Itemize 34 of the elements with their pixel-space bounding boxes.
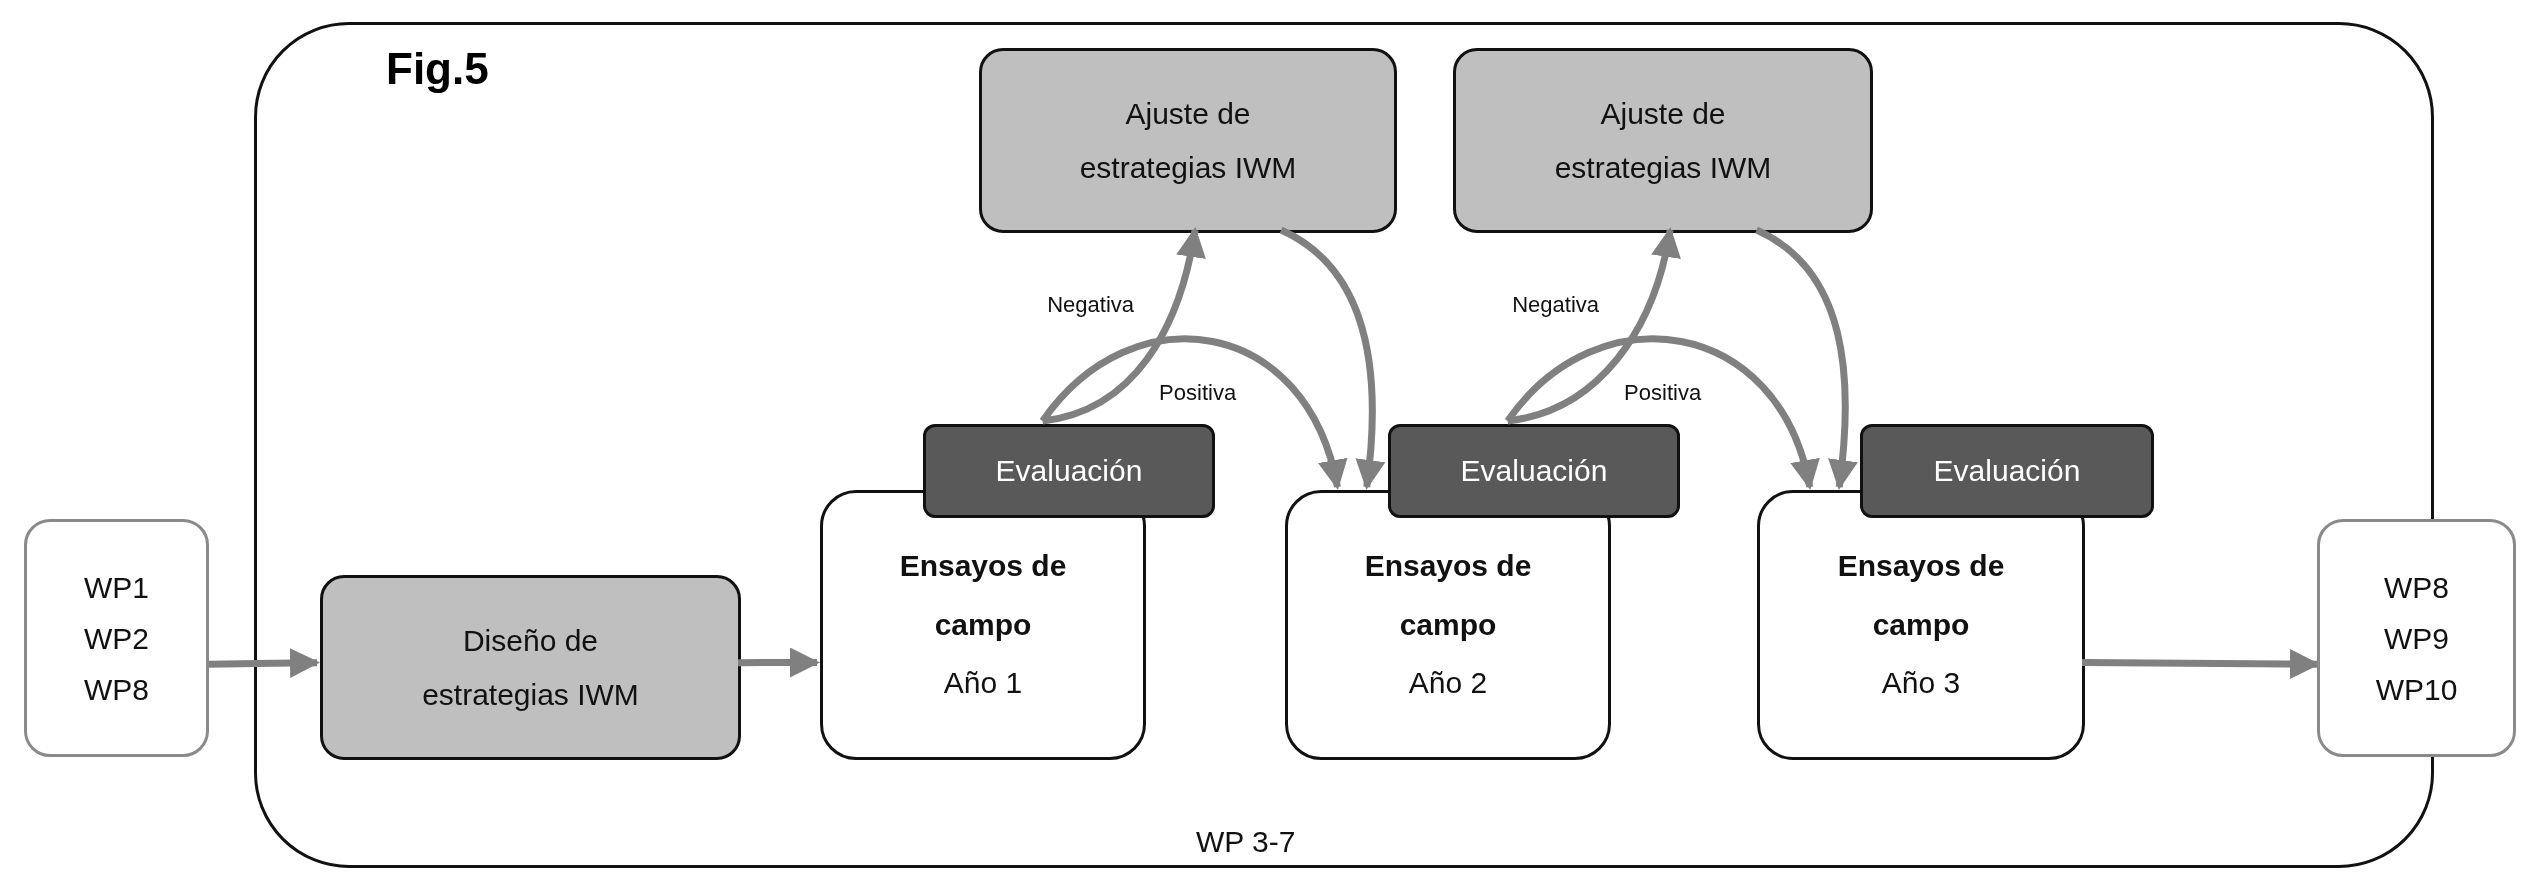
evaluation-tab [1860, 424, 2154, 518]
box-text: Evaluación [1460, 454, 1608, 488]
arrow [208, 648, 320, 679]
box-text: Diseño de estrategias IWM [421, 622, 640, 713]
process-box [320, 575, 741, 760]
box-heading: Ensayos de campo [1363, 548, 1533, 643]
process-box [1453, 48, 1873, 233]
arrow [1039, 335, 1346, 490]
box-text: Año 2 [1408, 665, 1488, 701]
arrow [1507, 227, 1680, 425]
frame-label: WP 3-7 [1196, 825, 1296, 859]
box-text: WP1 WP2 WP8 [83, 569, 150, 708]
figure-title: Fig.5 [386, 44, 489, 94]
box-text: WP8 WP9 WP10 [2374, 569, 2459, 708]
evaluation-tab [1388, 424, 1680, 518]
work-package-box [2317, 519, 2516, 757]
arrow [1042, 227, 1205, 425]
arrow [1754, 226, 1858, 490]
evaluation-tab [923, 424, 1215, 518]
arrow [1504, 335, 1818, 490]
field-trial-box [820, 490, 1146, 760]
field-trial-box [1757, 490, 2085, 760]
box-text: Año 3 [1881, 665, 1961, 701]
box-text: Año 1 [943, 665, 1023, 701]
box-text: Ajuste de estrategias IWM [1078, 95, 1298, 186]
process-box [979, 48, 1397, 233]
box-text: Evaluación [1933, 454, 2081, 488]
work-package-box [24, 519, 209, 757]
box-heading: Ensayos de campo [898, 548, 1068, 643]
box-text: Evaluación [995, 454, 1143, 488]
field-trial-box [1285, 490, 1611, 760]
box-heading: Ensayos de campo [1836, 548, 2006, 643]
arrow [1279, 226, 1385, 490]
box-text: Ajuste de estrategias IWM [1553, 95, 1773, 186]
